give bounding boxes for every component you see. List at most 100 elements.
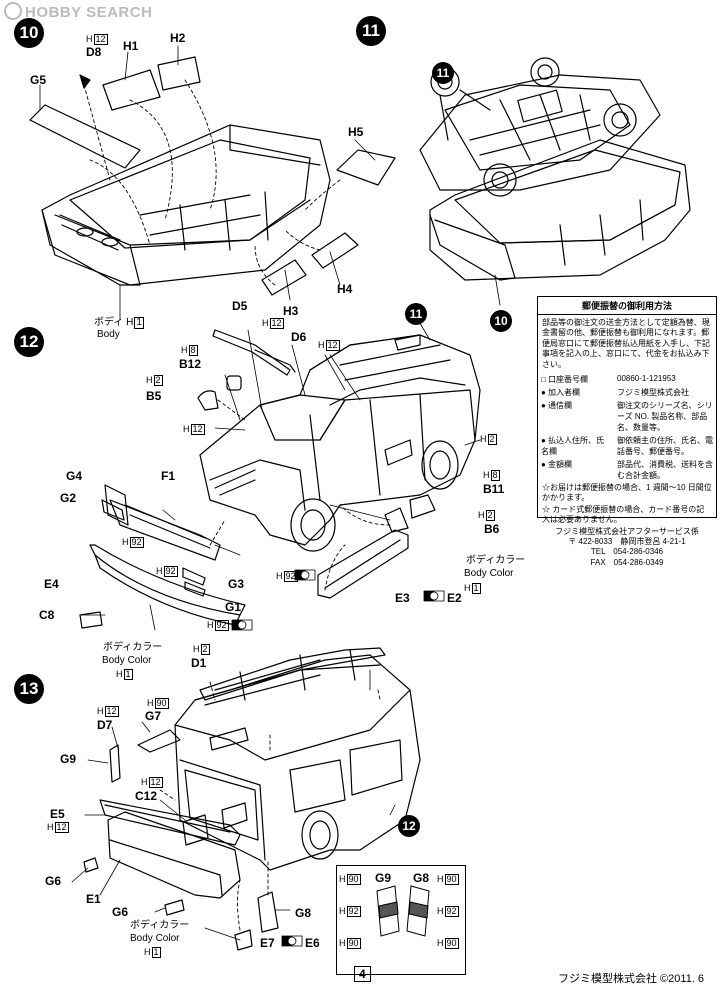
copyright: フジミ模型株式会社 ©2011. 6	[558, 973, 705, 985]
notice-row: ● 払込人住所、氏名欄御依頼主の住所、氏名、電話番号、郵便番号。	[541, 435, 713, 456]
color-chip-legends	[231, 569, 445, 947]
ref-step-11-b: 11	[405, 303, 427, 325]
ref-step-10: 10	[490, 310, 512, 332]
part-g9: G9	[60, 752, 77, 766]
part-d1: D1	[191, 656, 207, 670]
step13-parts	[83, 729, 279, 951]
step-number-12: 12	[14, 327, 44, 357]
part-b6: B6	[484, 522, 500, 536]
part-g7: G7	[145, 709, 162, 723]
body-label-en: Body	[97, 329, 120, 340]
step12-van	[199, 334, 481, 552]
notice-row: ● 加入者欄フジミ模型株式会社	[541, 387, 689, 397]
step11-assembly	[419, 57, 691, 306]
bodycolor-label-jp: ボディカラー	[466, 555, 526, 566]
hobby-search-logo-icon	[4, 2, 22, 20]
part-c8: C8	[39, 608, 55, 622]
notice-address-2: 〒 422-8033 静岡市登呂 4-21-1	[568, 536, 686, 546]
part-e7: E7	[260, 936, 275, 950]
postal-transfer-notice: 郵便振替の御利用方法 部品等の御注文の送金方法として定額為替、現金書留の他、郵便…	[537, 296, 717, 567]
step10-body-tub	[41, 124, 331, 286]
part-h2: H2	[170, 31, 186, 45]
step12-guide-lines	[209, 399, 391, 591]
part-h3: H3	[283, 304, 299, 318]
inset-label-g8: G8	[413, 871, 430, 885]
notice-star-1: ☆お届けは郵便振替の場合、1 週間～10 日間位かかります。	[542, 482, 712, 503]
step12-leader-lines	[79, 314, 481, 631]
part-h4: H4	[337, 282, 353, 296]
step-number-10: 10	[14, 18, 44, 48]
notice-fax: FAX 054-286-0349	[590, 557, 664, 567]
part-f1: F1	[161, 469, 176, 483]
step13-leader-lines	[71, 669, 396, 941]
step13-van	[174, 647, 421, 871]
part-g3: G3	[228, 577, 245, 591]
part-g8: G8	[295, 906, 312, 920]
watermark: HOBBY SEARCH	[4, 2, 152, 21]
part-g5: G5	[30, 73, 47, 87]
part-d5: D5	[232, 299, 248, 313]
part-b12: B12	[179, 357, 202, 371]
part-e5: E5	[50, 807, 65, 821]
notice-tel: TEL 054-286-0346	[590, 547, 664, 557]
part-g1: G1	[225, 600, 242, 614]
part-g6: G6	[45, 874, 62, 888]
part-c12: C12	[135, 789, 158, 803]
step10-panels	[29, 56, 396, 296]
notice-intro: 部品等の御注文の送金方法として定額為替、現金書留の他、郵便振替も御利用になれます…	[542, 318, 710, 369]
page-number: 4	[354, 966, 371, 982]
bodycolor-label-jp: ボディカラー	[103, 642, 163, 653]
part-h5: H5	[348, 125, 364, 139]
ref-step-11-a: 11	[432, 62, 454, 84]
notice-row: ● 通信欄御注文のシリーズ名、シリーズ NO. 製品名称、部品名、数量等。	[541, 400, 713, 432]
part-g4: G4	[66, 469, 83, 483]
part-h1: H1	[123, 39, 139, 53]
lamp-color-inset-art	[376, 885, 430, 937]
part-d7: D7	[97, 718, 113, 732]
step13-guide-lines	[159, 681, 381, 931]
inset-label-g9: G9	[375, 871, 392, 885]
part-e6: E6	[305, 936, 320, 950]
bodycolor-label-jp: ボディカラー	[130, 920, 190, 931]
ref-step-12: 12	[398, 815, 420, 837]
leader-lines	[39, 45, 376, 321]
part-b11: B11	[483, 482, 505, 496]
notice-star-2: ☆ カード式郵便振替の場合、カード番号の記入は必要ありません。	[542, 504, 705, 525]
step-number-13: 13	[14, 674, 44, 704]
notice-title: 郵便振替の御利用方法	[538, 297, 716, 315]
part-e2: E2	[447, 591, 462, 605]
part-g6: G6	[112, 905, 129, 919]
bodycolor-label-en: Body Color	[464, 568, 514, 579]
part-e4: E4	[44, 577, 59, 591]
step-number-11: 11	[356, 16, 386, 46]
notice-address-1: フジミ模型株式会社アフターサービス係	[555, 526, 699, 536]
